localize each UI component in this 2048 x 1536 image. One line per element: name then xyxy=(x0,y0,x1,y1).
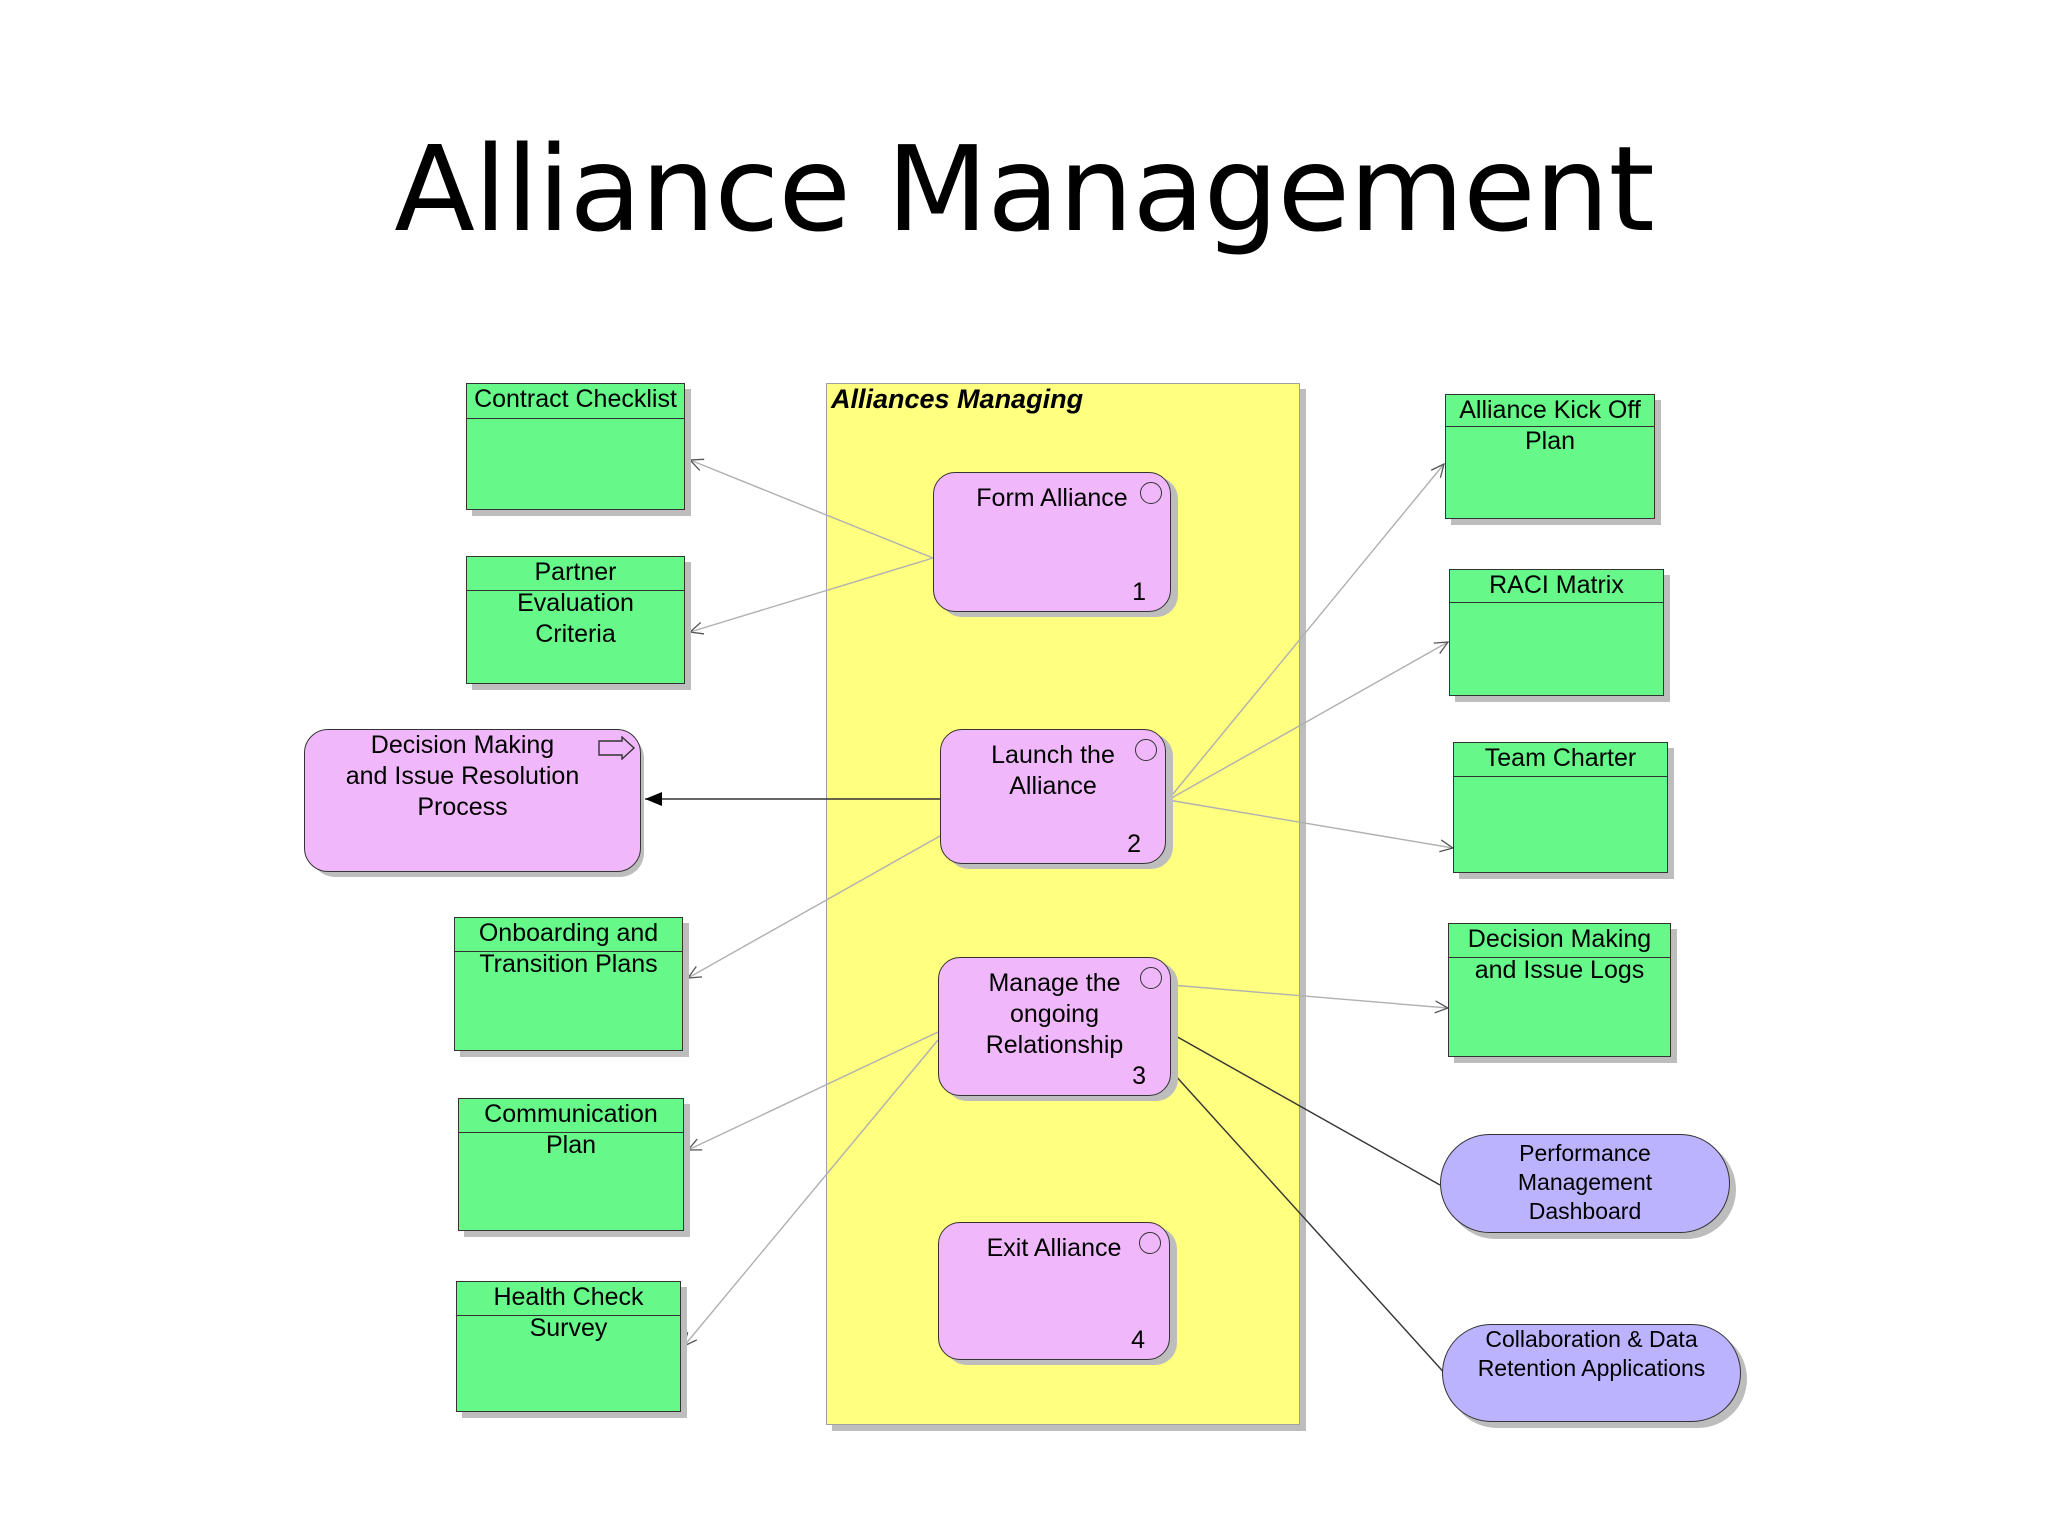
process-label: Form Alliance xyxy=(976,484,1128,512)
artifact-contract-checklist[interactable]: Contract Checklist xyxy=(466,383,685,510)
event-circle-icon xyxy=(1140,482,1162,504)
process-number: 2 xyxy=(1127,830,1141,858)
app-label: Collaboration & Data Retention Applicati… xyxy=(1477,1326,1706,1381)
artifact-onboarding-plans[interactable]: Onboarding and Transition Plans xyxy=(454,917,683,1051)
artifact-health-check-survey[interactable]: Health Check Survey xyxy=(456,1281,681,1412)
process-label: Launch the Alliance xyxy=(991,741,1115,800)
wire-manage-logs xyxy=(1170,984,1448,1008)
artifact-header-divider xyxy=(459,1132,683,1133)
event-circle-icon xyxy=(1140,967,1162,989)
wire-manage-dashboard xyxy=(1173,1034,1441,1186)
artifact-label: Health Check Survey xyxy=(493,1283,644,1342)
artifact-header-divider xyxy=(1446,426,1654,427)
artifact-raci-matrix[interactable]: RACI Matrix xyxy=(1449,569,1664,696)
event-circle-icon xyxy=(1139,1232,1161,1254)
wire-form-partner xyxy=(690,557,934,632)
artifact-header-divider xyxy=(1450,602,1663,603)
process-label: Exit Alliance xyxy=(986,1234,1122,1262)
artifact-header-divider xyxy=(467,418,684,419)
artifact-label: RACI Matrix xyxy=(1489,571,1624,599)
artifact-label: Team Charter xyxy=(1484,744,1637,772)
artifact-label: Contract Checklist xyxy=(474,385,677,413)
event-circle-icon xyxy=(1135,739,1157,761)
wire-launch-onboarding xyxy=(688,835,941,978)
process-number: 1 xyxy=(1132,578,1146,606)
artifact-partner-evaluation[interactable]: Partner Evaluation Criteria xyxy=(466,556,685,684)
group-label: Alliances Managing xyxy=(831,384,1084,414)
artifact-kick-off-plan[interactable]: Alliance Kick Off Plan xyxy=(1445,394,1655,519)
process-number: 3 xyxy=(1132,1062,1146,1090)
artifact-label: Partner Evaluation Criteria xyxy=(517,558,634,648)
wire-launch-kickoff xyxy=(1167,464,1444,801)
artifact-header-divider xyxy=(455,951,682,952)
process-exit-alliance[interactable]: Exit Alliance 4 xyxy=(938,1222,1170,1360)
wire-form-contract xyxy=(690,460,934,559)
artifact-header-divider xyxy=(467,590,684,591)
artifact-decision-logs[interactable]: Decision Making and Issue Logs xyxy=(1448,923,1671,1057)
arrow-process-icon xyxy=(598,736,636,760)
wire-manage-communication xyxy=(688,1031,939,1150)
artifact-header-divider xyxy=(457,1315,680,1316)
artifact-header-divider xyxy=(1454,776,1667,777)
decision-making-process[interactable]: Decision Making and Issue Resolution Pro… xyxy=(304,729,641,872)
process-label: Manage the ongoing Relationship xyxy=(985,969,1124,1059)
wire-manage-collaboration xyxy=(1173,1073,1449,1378)
process-label: Decision Making and Issue Resolution Pro… xyxy=(345,731,580,821)
process-form-alliance[interactable]: Form Alliance 1 xyxy=(933,472,1171,612)
wire-launch-charter xyxy=(1167,799,1453,848)
process-manage-relationship[interactable]: Manage the ongoing Relationship 3 xyxy=(938,957,1171,1096)
artifact-label: Alliance Kick Off Plan xyxy=(1459,396,1641,455)
page-title: Alliance Management xyxy=(394,120,1654,258)
artifact-team-charter[interactable]: Team Charter xyxy=(1453,742,1668,873)
artifact-label: Communication Plan xyxy=(484,1100,658,1159)
artifact-header-divider xyxy=(1449,957,1670,958)
artifact-label: Onboarding and Transition Plans xyxy=(478,919,659,978)
app-label: Performance Management Dashboard xyxy=(1517,1140,1653,1224)
artifact-communication-plan[interactable]: Communication Plan xyxy=(458,1098,684,1231)
process-number: 4 xyxy=(1131,1326,1145,1354)
process-launch-alliance[interactable]: Launch the Alliance 2 xyxy=(940,729,1166,864)
wire-manage-healthcheck xyxy=(684,1039,939,1346)
app-collaboration-retention[interactable]: Collaboration & Data Retention Applicati… xyxy=(1442,1324,1741,1422)
artifact-label: Decision Making and Issue Logs xyxy=(1467,925,1652,984)
wire-launch-raci xyxy=(1167,642,1448,801)
app-performance-dashboard[interactable]: Performance Management Dashboard xyxy=(1440,1134,1730,1233)
